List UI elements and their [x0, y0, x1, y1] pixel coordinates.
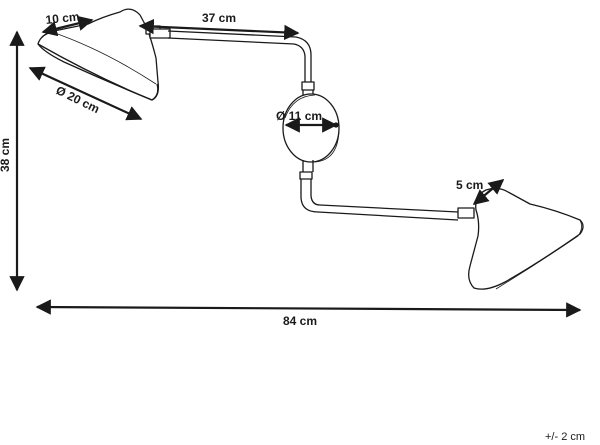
total-width-line: [35, 299, 582, 318]
total-width-label: 84 cm: [283, 314, 317, 328]
small-shade-line: [472, 179, 505, 205]
lamp-drawing: [37, 8, 584, 290]
upper-arm: [167, 30, 315, 98]
shade-depth-label: 10 cm: [45, 10, 80, 27]
tolerance-note: +/- 2 cm: [545, 431, 585, 443]
base-diameter-label: Ø 11 cm: [276, 109, 322, 123]
shade-diameter-line: [28, 66, 143, 121]
arm-length-label: 37 cm: [202, 11, 236, 25]
small-shade-label: 5 cm: [456, 178, 483, 192]
lower-arm: [299, 160, 459, 221]
dimension-lines: [9, 15, 582, 318]
height-label: 38 cm: [0, 138, 12, 172]
shade-diameter-label: Ø 20 cm: [54, 83, 102, 116]
wall-base: [282, 93, 340, 163]
lower-lamp-shade: [457, 187, 584, 290]
arm-length-line: [138, 18, 300, 41]
shade-depth-line: [41, 15, 94, 37]
